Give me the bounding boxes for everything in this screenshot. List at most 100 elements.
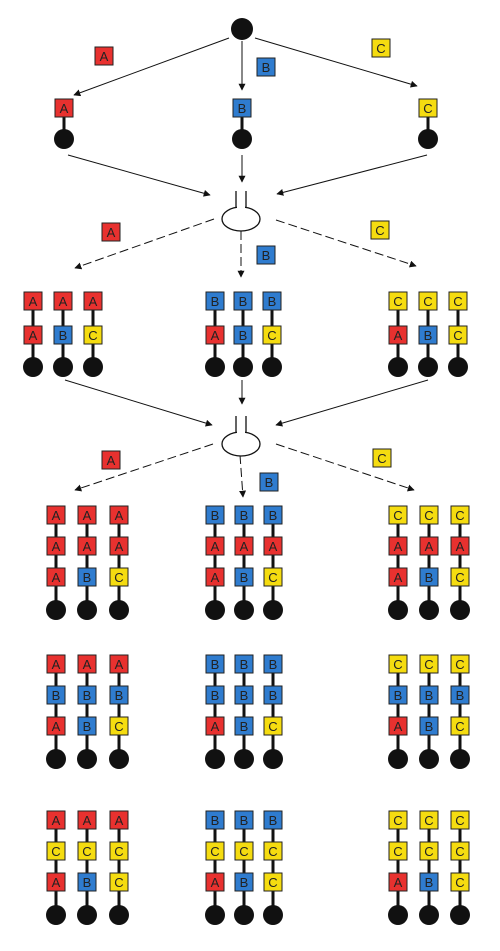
colored-letter-block-icon: [234, 872, 254, 892]
block-C: C: [77, 841, 97, 861]
block-A: A: [83, 291, 103, 311]
colored-letter-block-icon: [83, 325, 103, 345]
block-B: B: [77, 716, 97, 736]
block-letter: A: [52, 875, 61, 890]
colored-letter-block-icon: [54, 98, 74, 118]
black-bead-icon: [205, 905, 225, 925]
black-bead-icon: [263, 749, 283, 769]
colored-letter-block-icon: [205, 505, 225, 525]
block-C: C: [419, 505, 439, 525]
colored-letter-block-icon: [263, 810, 283, 830]
block-C: C: [263, 716, 283, 736]
flow-arrow: [73, 37, 230, 97]
black-bead-icon: [46, 749, 66, 769]
block-letter: B: [240, 719, 249, 734]
colored-letter-block-icon: [450, 841, 470, 861]
block-letter: A: [52, 570, 61, 585]
block-C: C: [109, 841, 129, 861]
block-C: C: [450, 505, 470, 525]
colored-letter-block-icon: [419, 505, 439, 525]
block-letter: A: [29, 294, 38, 309]
flow-arrow: [254, 37, 418, 88]
block-letter: B: [238, 101, 247, 116]
colored-letter-block-icon: [46, 536, 66, 556]
block-letter: A: [52, 719, 61, 734]
block-letter: C: [424, 657, 433, 672]
colored-letter-block-icon: [234, 567, 254, 587]
block-A: A: [109, 505, 129, 525]
block-B: B: [263, 505, 283, 525]
block-letter: C: [424, 508, 433, 523]
block-A: A: [46, 536, 66, 556]
block-letter: C: [377, 451, 386, 466]
block-letter: A: [211, 570, 220, 585]
block-letter: A: [52, 539, 61, 554]
block-A: A: [46, 872, 66, 892]
colored-letter-block-icon: [450, 505, 470, 525]
block-letter: C: [114, 844, 123, 859]
block-letter: B: [265, 475, 274, 490]
block-letter: C: [455, 719, 464, 734]
colored-letter-block-icon: [77, 872, 97, 892]
block-B: B: [419, 567, 439, 587]
black-bead-icon: [262, 357, 282, 377]
block-letter: C: [268, 719, 277, 734]
colored-letter-block-icon: [234, 810, 254, 830]
colored-letter-block-icon: [388, 716, 408, 736]
colored-letter-block-icon: [419, 872, 439, 892]
block-C: C: [388, 841, 408, 861]
colored-letter-block-icon: [419, 841, 439, 861]
block-letter: B: [269, 813, 278, 828]
block-letter: C: [424, 844, 433, 859]
block-letter: A: [211, 875, 220, 890]
colored-letter-block-icon: [263, 567, 283, 587]
colored-letter-block-icon: [388, 841, 408, 861]
block-C: C: [109, 567, 129, 587]
block-letter: A: [394, 719, 403, 734]
block-letter: A: [115, 539, 124, 554]
colored-letter-block-icon: [46, 872, 66, 892]
block-B: B: [109, 685, 129, 705]
block-letter: C: [268, 875, 277, 890]
reagent-label-C: C: [372, 448, 392, 468]
black-bead-icon: [205, 600, 225, 620]
colored-letter-block-icon: [101, 222, 121, 242]
block-letter: C: [210, 844, 219, 859]
reagent-label-C: C: [371, 38, 391, 58]
black-bead-icon: [419, 600, 439, 620]
block-letter: B: [425, 688, 434, 703]
reagent-label-B: B: [256, 57, 276, 77]
reagent-label-B: B: [256, 245, 276, 265]
colored-letter-block-icon: [77, 685, 97, 705]
block-letter: A: [89, 294, 98, 309]
colored-letter-block-icon: [263, 841, 283, 861]
block-letter: C: [393, 844, 402, 859]
block-letter: A: [240, 539, 249, 554]
block-letter: C: [393, 813, 402, 828]
block-A: A: [46, 654, 66, 674]
block-A: A: [23, 325, 43, 345]
block-C: C: [450, 841, 470, 861]
flow-arrow: [275, 379, 429, 427]
colored-letter-block-icon: [418, 98, 438, 118]
block-B: B: [205, 291, 225, 311]
block-A: A: [388, 872, 408, 892]
colored-letter-block-icon: [46, 505, 66, 525]
mixing-flask-icon: [221, 191, 261, 232]
black-bead-icon: [234, 905, 254, 925]
colored-letter-block-icon: [46, 567, 66, 587]
colored-letter-block-icon: [450, 872, 470, 892]
block-letter: A: [100, 49, 109, 64]
reagent-label-A: A: [101, 450, 121, 470]
colored-letter-block-icon: [233, 291, 253, 311]
colored-letter-block-icon: [388, 685, 408, 705]
block-letter: B: [52, 688, 61, 703]
colored-letter-block-icon: [388, 567, 408, 587]
block-C: C: [448, 325, 468, 345]
block-A: A: [53, 291, 73, 311]
flow-arrow: [74, 218, 215, 270]
block-A: A: [388, 325, 408, 345]
block-B: B: [53, 325, 73, 345]
colored-letter-block-icon: [233, 325, 253, 345]
block-letter: B: [240, 508, 249, 523]
